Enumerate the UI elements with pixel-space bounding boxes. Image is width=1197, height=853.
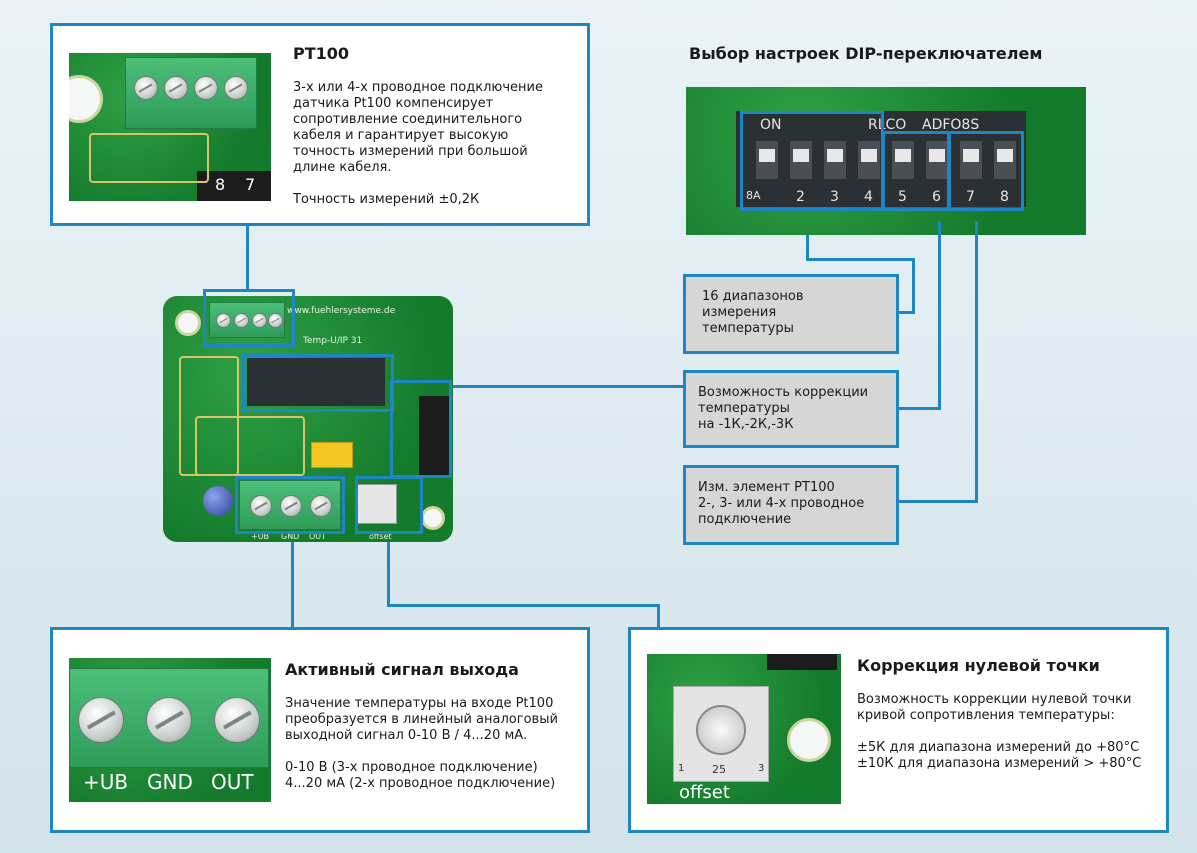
capacitor [311, 442, 353, 468]
mounting-hole [69, 75, 103, 123]
photo-label-out: OUT [211, 770, 254, 794]
pcb-board: www.fuehlersysteme.de Temp-U/IP 31 +UB G… [163, 296, 453, 542]
photo-label-7: 7 [245, 175, 256, 194]
electrolytic-capacitor [203, 486, 233, 516]
dip-title: Выбор настроек DIP-переключателем [689, 44, 1043, 63]
pot-label-1: 1 [678, 763, 685, 774]
zero-callout: 25 1 3 offset Коррекция нулевой точки Во… [628, 627, 1169, 833]
pt100-title: PT100 [293, 44, 350, 63]
board-highlight-header [390, 380, 452, 478]
offset-potentiometer [357, 484, 397, 524]
board-highlight-output [235, 476, 345, 534]
board-silk-ub: +UB [251, 532, 270, 541]
board-silk-gnd: GND [281, 532, 300, 541]
dip-num-2: 2 [796, 189, 805, 205]
output-title: Активный сигнал выхода [285, 660, 519, 679]
photo-label-ub: +UB [83, 770, 129, 794]
dip-group-1-4 [740, 111, 884, 211]
dip-num-4: 4 [864, 189, 873, 205]
pin-header [197, 171, 271, 201]
board-pin-header [419, 396, 451, 476]
board-model: Temp-U/IP 31 [303, 336, 363, 346]
pt100-callout: 8 7 PT100 3-х или 4-х проводное подключе… [50, 23, 590, 226]
board-silk-offset: offset [369, 532, 392, 541]
board-silk-out: OUT [309, 532, 327, 541]
dip-label-on: ON [760, 117, 782, 133]
zero-text: Возможность коррекции нулевой точки крив… [857, 692, 1142, 771]
correction-box: Возможность коррекции температуры на -1К… [683, 370, 899, 448]
zero-title: Коррекция нулевой точки [857, 656, 1100, 675]
potentiometer-closeup: 25 1 3 [673, 686, 769, 782]
pot-label-3: 3 [758, 763, 765, 774]
board-highlight-offset [355, 476, 423, 534]
terminal-block [125, 57, 257, 129]
board-url: www.fuehlersysteme.de [287, 306, 396, 316]
output-callout: +UB GND OUT Активный сигнал выхода Значе… [50, 627, 590, 833]
dip-num-5: 5 [898, 189, 907, 205]
ranges-box: 16 диапазонов измерения температуры [683, 274, 899, 354]
photo-label-gnd: GND [147, 770, 193, 794]
photo-label-offset: offset [679, 782, 730, 803]
dip-num-8a: 8A [746, 189, 761, 202]
output-text: Значение температуры на входе Pt100 прео… [285, 696, 558, 791]
offset-photo: 25 1 3 offset [647, 654, 841, 804]
input-terminal [209, 302, 285, 338]
dip-group-7-8 [948, 131, 1024, 211]
board-highlight-dip [242, 354, 394, 412]
element-box: Изм. элемент PT100 2-, 3- или 4-х провод… [683, 465, 899, 545]
dip-group-5-6 [882, 131, 950, 211]
board-highlight-input [203, 289, 295, 347]
dip-num-8: 8 [1000, 189, 1009, 205]
output-terminal-photo: +UB GND OUT [69, 658, 271, 802]
dip-label-rlco: RLCO [868, 117, 907, 133]
pt100-terminal-photo: 8 7 [69, 53, 271, 201]
photo-label-8: 8 [215, 175, 226, 194]
pot-label-25: 25 [712, 763, 726, 776]
dip-switch-photo: ON RLCO ADFO8S 8A 2 3 4 5 6 7 8 [686, 87, 1086, 235]
dip-num-3: 3 [830, 189, 839, 205]
dip-num-6: 6 [932, 189, 941, 205]
output-terminal-closeup [69, 668, 269, 768]
output-terminal [239, 480, 341, 530]
pt100-text: 3-х или 4-х проводное подключение датчик… [293, 80, 543, 207]
board-dip-switch [247, 358, 385, 406]
dip-num-7: 7 [966, 189, 975, 205]
dip-label-adfo8s: ADFO8S [922, 117, 980, 133]
